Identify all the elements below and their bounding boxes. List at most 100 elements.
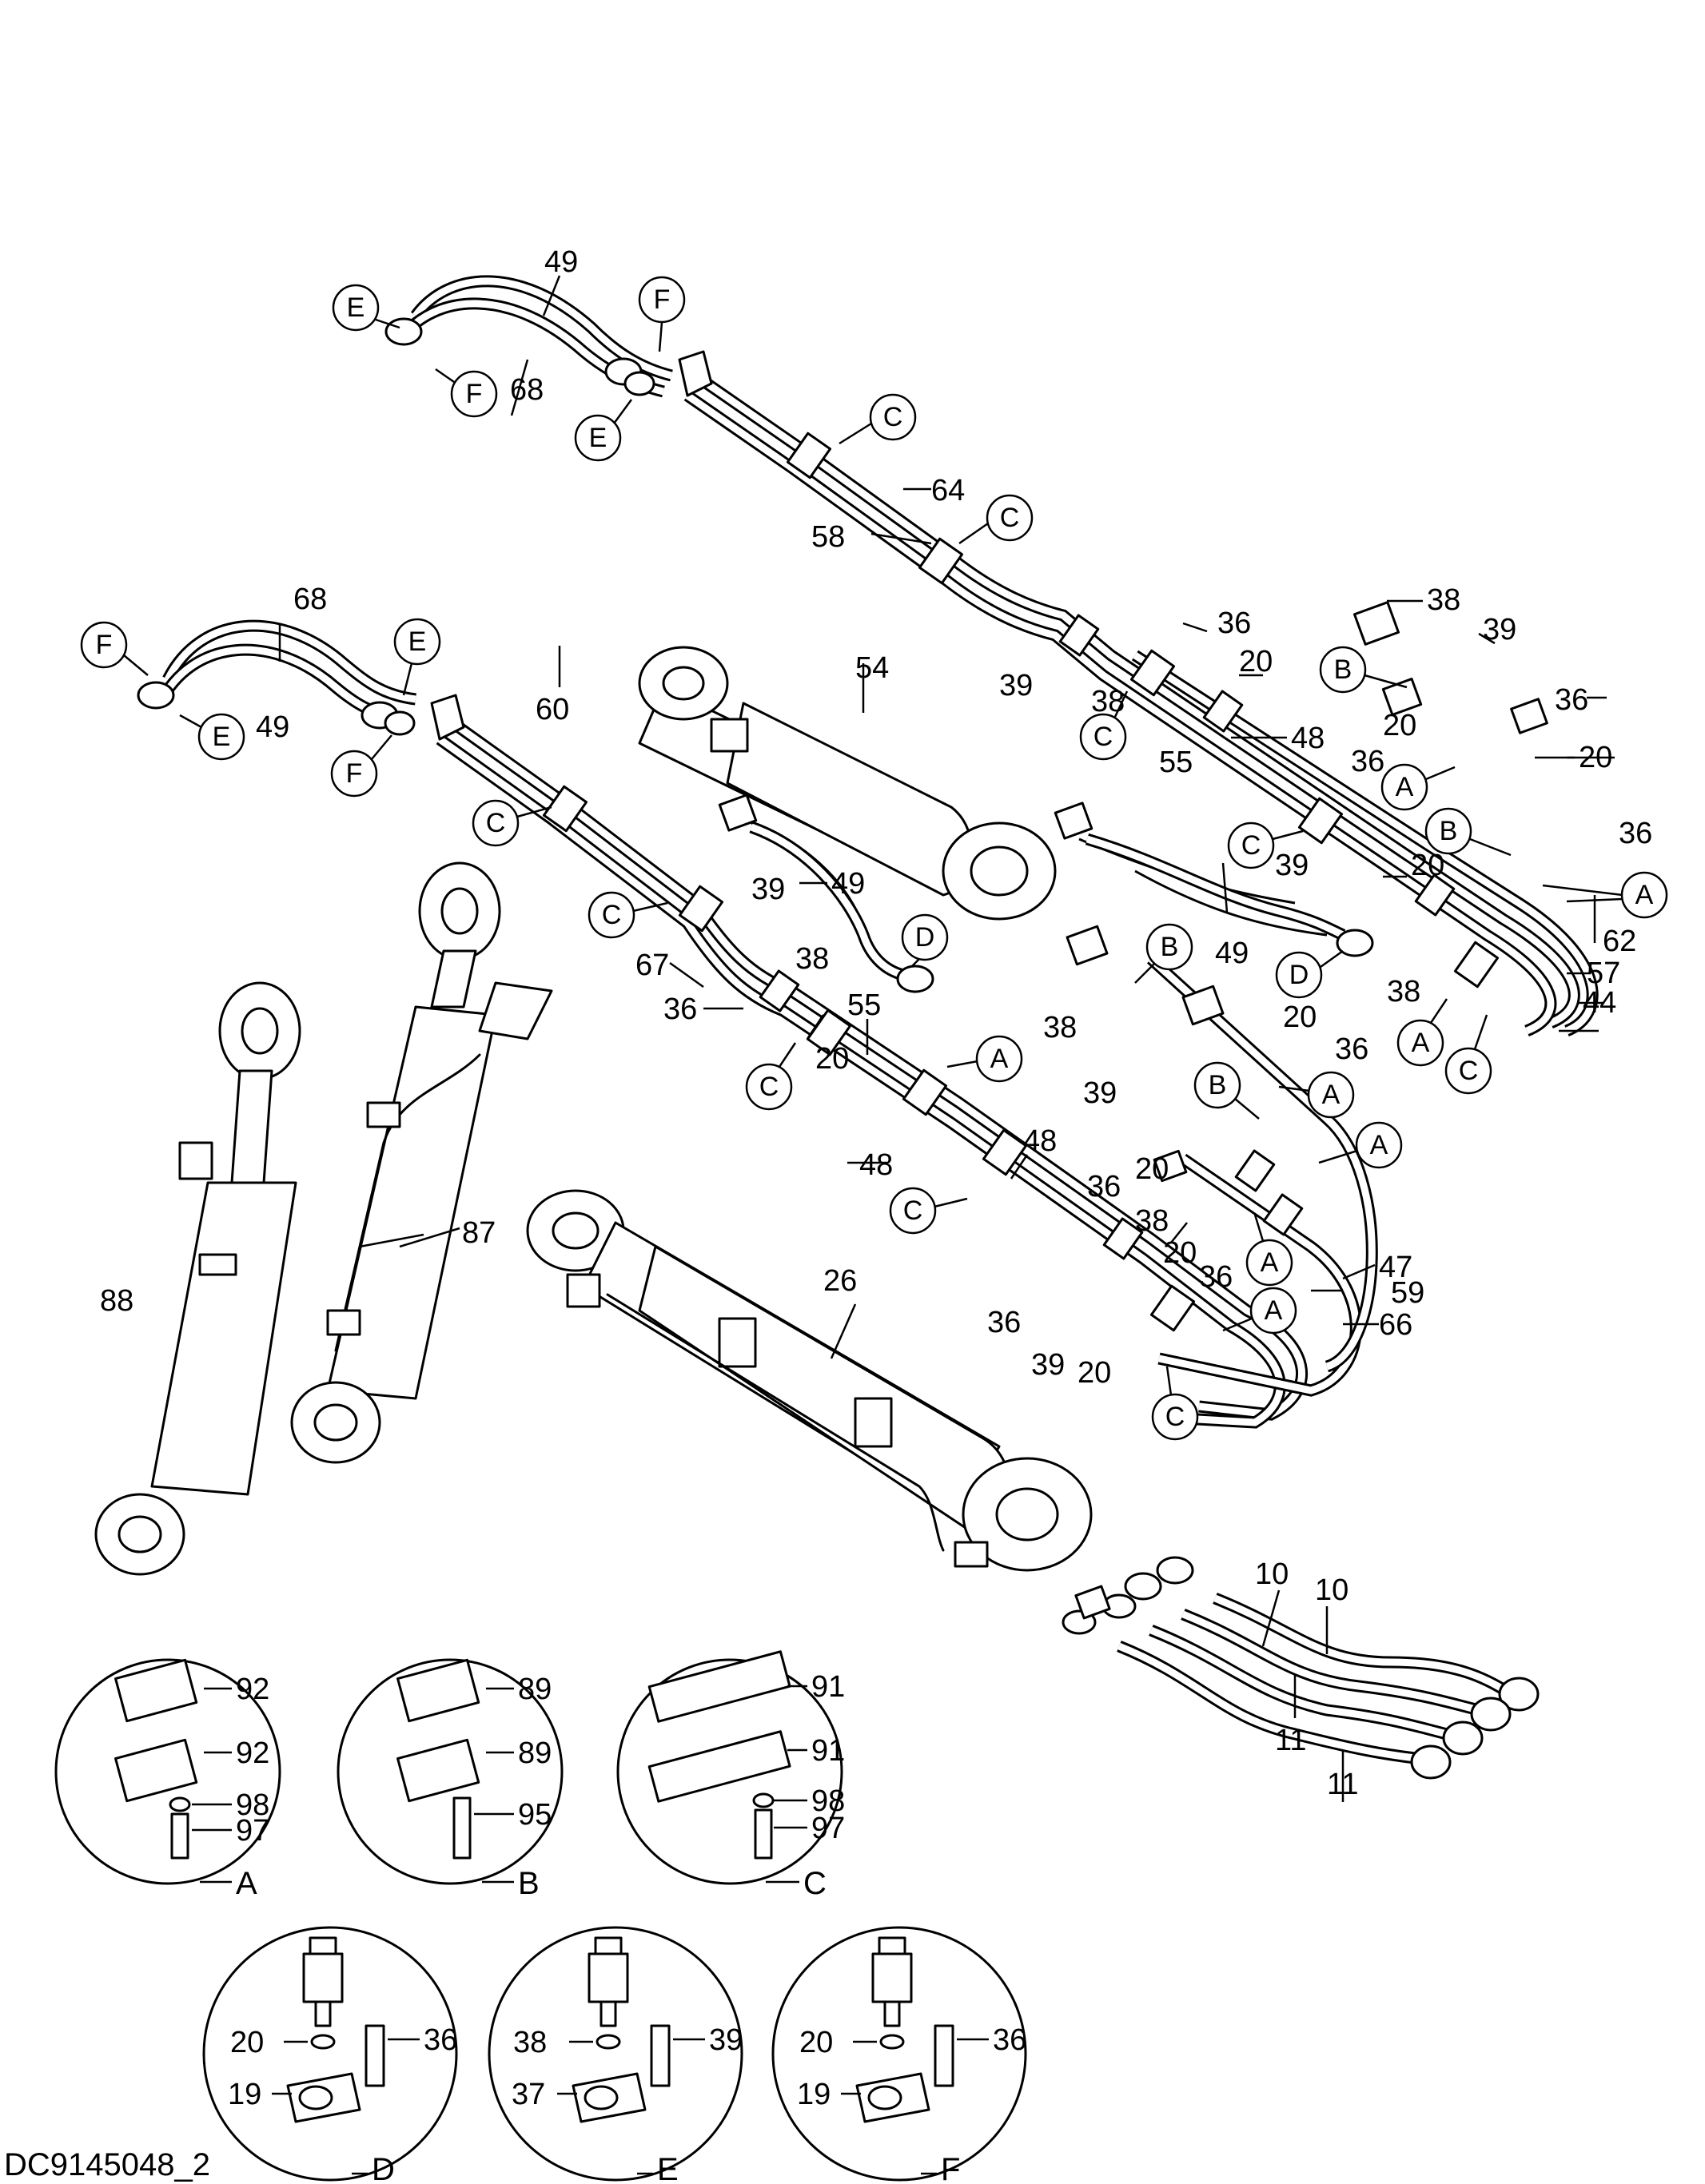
callout-C: C bbox=[1444, 1014, 1492, 1095]
svg-text:A: A bbox=[990, 1044, 1009, 1074]
label-36: 36 bbox=[1217, 607, 1251, 640]
svg-text:C: C bbox=[602, 900, 622, 930]
svg-text:A: A bbox=[1370, 1130, 1388, 1160]
label-26: 26 bbox=[823, 1264, 857, 1298]
label-20: 20 bbox=[1239, 645, 1273, 678]
callout-C: C bbox=[889, 1187, 968, 1235]
svg-text:A: A bbox=[1396, 772, 1414, 802]
svg-text:C: C bbox=[1241, 830, 1261, 861]
callout-A: A bbox=[1318, 1121, 1403, 1169]
callout-D: D bbox=[901, 913, 949, 968]
callout-C: C bbox=[958, 494, 1034, 545]
label-57: 57 bbox=[1587, 957, 1620, 990]
label-20: 20 bbox=[1411, 849, 1444, 882]
label-39: 39 bbox=[999, 669, 1033, 702]
callout-A: A bbox=[1278, 1071, 1355, 1119]
label-20: 20 bbox=[815, 1042, 849, 1076]
detail-E-caption: E bbox=[657, 2152, 679, 2184]
label-36: 36 bbox=[663, 993, 697, 1026]
label-38: 38 bbox=[1043, 1011, 1077, 1044]
svg-text:E: E bbox=[589, 423, 608, 453]
svg-text:F: F bbox=[346, 758, 363, 789]
callout-C: C bbox=[1079, 690, 1129, 761]
label-59: 59 bbox=[1391, 1276, 1424, 1310]
svg-text:C: C bbox=[759, 1072, 779, 1102]
label-36: 36 bbox=[987, 1306, 1021, 1339]
label-55: 55 bbox=[1159, 746, 1193, 779]
label-11: 11 bbox=[1327, 1768, 1358, 1801]
label-49: 49 bbox=[544, 245, 578, 279]
label-60: 60 bbox=[536, 693, 569, 726]
detail-D-19: 19 bbox=[228, 2078, 261, 2111]
label-68: 68 bbox=[510, 373, 544, 407]
callout-F: F bbox=[435, 368, 498, 418]
label-36: 36 bbox=[1199, 1260, 1233, 1294]
detail-A: 92 92 98 97 A bbox=[54, 1658, 281, 1901]
svg-text:D: D bbox=[1289, 960, 1309, 990]
label-39: 39 bbox=[1031, 1348, 1065, 1382]
label-62: 62 bbox=[1603, 925, 1636, 958]
label-39: 39 bbox=[1483, 613, 1516, 646]
svg-text:E: E bbox=[408, 627, 427, 657]
callout-C: C bbox=[472, 799, 552, 847]
detail-E: 38 39 37 E bbox=[488, 1926, 743, 2184]
callout-F: F bbox=[638, 276, 686, 352]
label-55: 55 bbox=[847, 989, 881, 1022]
callout-A: A bbox=[1245, 1214, 1293, 1287]
detail-A-97: 97 bbox=[236, 1814, 269, 1848]
svg-text:B: B bbox=[1440, 816, 1458, 846]
cylinder-26 bbox=[526, 1189, 1093, 1572]
svg-text:B: B bbox=[1209, 1070, 1227, 1100]
callout-A: A bbox=[1380, 763, 1456, 811]
callout-B: B bbox=[1134, 923, 1193, 984]
callout-A: A bbox=[946, 1035, 1023, 1083]
label-38: 38 bbox=[1091, 685, 1125, 718]
label-68: 68 bbox=[293, 583, 327, 616]
svg-text:E: E bbox=[347, 292, 365, 323]
label-39: 39 bbox=[1083, 1076, 1117, 1110]
detail-D-20: 20 bbox=[230, 2026, 264, 2059]
label-44: 44 bbox=[1583, 986, 1616, 1020]
cylinder-54 bbox=[638, 646, 1328, 937]
svg-text:C: C bbox=[1000, 503, 1020, 533]
svg-text:C: C bbox=[1165, 1402, 1185, 1432]
detail-A-92: 92 bbox=[236, 1673, 269, 1706]
label-38: 38 bbox=[1135, 1204, 1169, 1238]
callout-B: B bbox=[1424, 807, 1512, 857]
label-88: 88 bbox=[100, 1284, 133, 1318]
label-38: 38 bbox=[1427, 583, 1460, 617]
label-20: 20 bbox=[1283, 1001, 1317, 1034]
detail-F-36: 36 bbox=[993, 2023, 1026, 2057]
detail-C: 91 91 98 97 C bbox=[616, 1650, 845, 1901]
callout-B: B bbox=[1319, 646, 1408, 694]
label-38: 38 bbox=[1387, 975, 1420, 1008]
callout-E: E bbox=[179, 713, 245, 761]
label-36: 36 bbox=[1335, 1032, 1368, 1066]
detail-F-caption: F bbox=[941, 2152, 960, 2184]
part-labels: 49 68 64 58 36 39 38 20 38 39 36 20 20 4… bbox=[100, 245, 1652, 1801]
detail-A-caption: A bbox=[236, 1866, 257, 1901]
label-36: 36 bbox=[1619, 817, 1652, 850]
svg-text:C: C bbox=[1094, 722, 1113, 752]
svg-text:B: B bbox=[1161, 932, 1179, 962]
hose-49-lower bbox=[749, 821, 1374, 993]
svg-text:C: C bbox=[883, 402, 903, 432]
label-39: 39 bbox=[1275, 849, 1309, 882]
detail-C-caption: C bbox=[803, 1866, 827, 1901]
hoses-10-11 bbox=[1062, 1556, 1540, 1780]
callout-A: A bbox=[1396, 998, 1448, 1067]
upper-pipe-assembly bbox=[384, 275, 1599, 1036]
callout-F: F bbox=[80, 621, 149, 676]
detail-E-37: 37 bbox=[512, 2078, 545, 2111]
detail-A-98: 98 bbox=[236, 1788, 269, 1822]
callout-C: C bbox=[1151, 1366, 1199, 1441]
callout-E: E bbox=[574, 399, 633, 462]
callout-C: C bbox=[745, 1042, 797, 1111]
detail-B-caption: B bbox=[518, 1866, 540, 1901]
detail-F-20: 20 bbox=[799, 2026, 833, 2059]
drawing-id: DC9145048_2 bbox=[4, 2147, 210, 2182]
small-hardware bbox=[718, 601, 1548, 1620]
callout-C: C bbox=[1227, 821, 1304, 869]
svg-text:A: A bbox=[1265, 1295, 1283, 1326]
label-58: 58 bbox=[811, 520, 845, 554]
